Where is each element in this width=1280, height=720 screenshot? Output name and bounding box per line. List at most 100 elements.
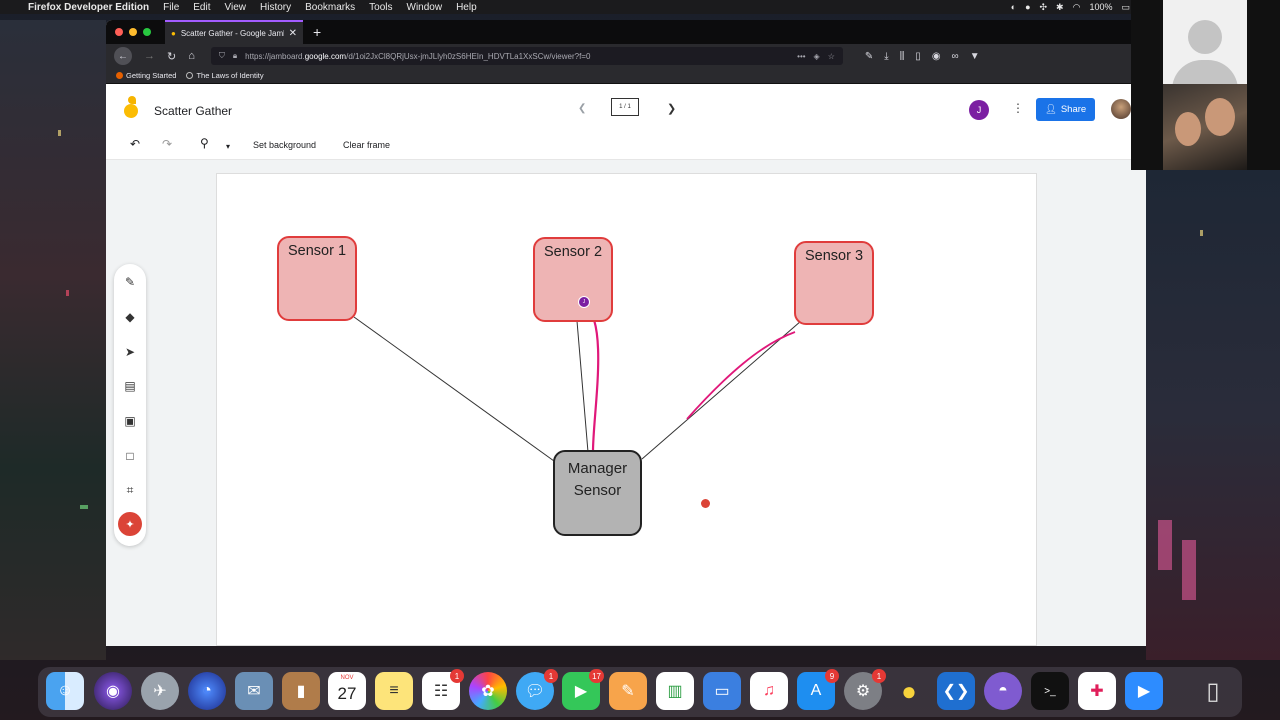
- menu-tools[interactable]: Tools: [369, 1, 393, 13]
- page-actions-icon[interactable]: •••: [797, 51, 806, 61]
- github-desktop-icon[interactable]: ◓: [984, 672, 1022, 710]
- calendar-icon[interactable]: NOV 27: [328, 672, 366, 710]
- select-icon[interactable]: ➤: [124, 345, 136, 359]
- status-icon[interactable]: ●: [1025, 2, 1031, 12]
- close-window-button[interactable]: [115, 28, 123, 36]
- jam-board[interactable]: Sensor 1 Sensor 2 Sensor 3 Manager Senso…: [216, 173, 1037, 646]
- pages-icon[interactable]: ✎: [609, 672, 647, 710]
- bookmark-getting-started[interactable]: Getting Started: [116, 71, 176, 80]
- messages-icon[interactable]: 💬︎1: [516, 669, 558, 710]
- shape-icon[interactable]: □: [126, 449, 134, 463]
- menu-window[interactable]: Window: [406, 1, 443, 13]
- close-tab-icon[interactable]: ✕: [288, 27, 297, 39]
- pocket-icon[interactable]: ◈: [813, 51, 820, 61]
- zoom-icon[interactable]: ▶: [1125, 672, 1163, 710]
- slack-icon[interactable]: ✚: [1078, 672, 1116, 710]
- wallpaper-light: [80, 505, 88, 509]
- notes-icon[interactable]: ≡: [375, 672, 413, 710]
- forward-icon[interactable]: →: [144, 50, 155, 62]
- jamboard-logo-icon[interactable]: [124, 96, 138, 118]
- minimize-window-button[interactable]: [129, 28, 137, 36]
- sticky-note-icon[interactable]: ▤: [124, 379, 136, 393]
- reload-icon[interactable]: ↻: [167, 50, 177, 63]
- laser-icon[interactable]: ✦: [118, 512, 142, 536]
- text-box-icon[interactable]: ⌗: [126, 482, 134, 497]
- lock-icon[interactable]: 🔒︎: [232, 51, 238, 60]
- bookmark-star-icon[interactable]: ☆: [827, 51, 835, 61]
- undo-icon[interactable]: ↶: [130, 137, 141, 151]
- pen-icon[interactable]: ✎: [124, 275, 136, 289]
- user-avatar[interactable]: [1111, 99, 1131, 119]
- home-icon[interactable]: ⌂: [188, 50, 195, 62]
- collaborator-avatar[interactable]: J: [969, 100, 989, 120]
- battery-icon[interactable]: ▭: [1121, 1, 1130, 12]
- sticky-note-sensor-1[interactable]: Sensor 1: [277, 236, 357, 321]
- sidebar-icon[interactable]: ▯: [915, 50, 921, 62]
- previous-frame-icon[interactable]: ❮: [578, 103, 587, 114]
- jam-title[interactable]: Scatter Gather: [154, 104, 233, 118]
- more-options-icon[interactable]: ⋮: [1012, 101, 1024, 115]
- clear-frame-button[interactable]: Clear frame: [343, 140, 391, 150]
- firefox-developer-icon[interactable]: ◔: [188, 672, 226, 710]
- status-icon[interactable]: ✣: [1039, 1, 1048, 12]
- sticky-note-sensor-2[interactable]: Sensor 2: [533, 237, 613, 322]
- share-button[interactable]: 👤︎ Share: [1036, 98, 1095, 121]
- finder-icon[interactable]: ☺: [46, 672, 84, 710]
- new-tab-icon[interactable]: +: [313, 24, 322, 40]
- browser-window: ● Scatter Gather - Google Jamboard ✕ + ←…: [106, 20, 1146, 646]
- connector-line: [576, 320, 589, 453]
- menu-history[interactable]: History: [260, 1, 292, 13]
- zoom-dropdown-icon[interactable]: ▾: [226, 142, 231, 151]
- next-frame-icon[interactable]: ❯: [667, 103, 677, 115]
- account-icon[interactable]: ◉: [931, 50, 941, 62]
- menu-file[interactable]: File: [163, 1, 180, 13]
- eraser-icon[interactable]: ◆: [125, 310, 135, 324]
- downloads-icon[interactable]: ⤓: [884, 50, 889, 62]
- shield-icon[interactable]: ⛉: [218, 51, 225, 60]
- frame-indicator[interactable]: 1 / 1: [611, 98, 639, 116]
- macos-dock: ☺ ◉ ✈ ◔ ✉ ▮ NOV 27 ≡ ☷1 ✿ 💬︎1 ▶17 ✎ ▥ ▭ …: [38, 667, 1242, 717]
- sticky-note-manager[interactable]: Manager Sensor: [553, 450, 642, 536]
- menu-edit[interactable]: Edit: [193, 1, 211, 13]
- extension-icon[interactable]: ▼: [969, 50, 980, 62]
- terminal-icon[interactable]: >_: [1031, 672, 1069, 710]
- contacts-icon[interactable]: ▮: [282, 672, 320, 710]
- image-icon[interactable]: ▣: [124, 414, 136, 428]
- music-icon[interactable]: ♫: [750, 672, 788, 710]
- sticky-note-sensor-3[interactable]: Sensor 3: [794, 241, 874, 325]
- wifi-icon[interactable]: ◠: [1072, 1, 1081, 12]
- reminders-icon[interactable]: ☷1: [422, 669, 464, 710]
- preview-icon[interactable]: ✉: [235, 672, 273, 710]
- siri-icon[interactable]: ◉: [94, 672, 132, 710]
- url-bar[interactable]: ⛉ 🔒︎ https://jamboard.google.com/d/1oi2J…: [210, 47, 843, 65]
- facetime-icon[interactable]: ▶17: [562, 669, 604, 710]
- bookmark-laws-of-identity[interactable]: The Laws of Identity: [186, 71, 264, 80]
- participant-video[interactable]: [1163, 84, 1247, 170]
- library-icon[interactable]: ⫼: [899, 50, 905, 62]
- zoom-window-button[interactable]: [143, 28, 151, 36]
- back-icon[interactable]: ←: [114, 47, 132, 65]
- menu-help[interactable]: Help: [456, 1, 477, 13]
- set-background-button[interactable]: Set background: [253, 140, 317, 150]
- participant-placeholder-avatar[interactable]: [1163, 0, 1247, 90]
- tab-scatter-gather[interactable]: ● Scatter Gather - Google Jamboard ✕: [165, 20, 303, 44]
- system-preferences-icon[interactable]: ⚙1: [844, 669, 886, 710]
- status-icon[interactable]: ◐: [1010, 2, 1017, 12]
- trash-icon[interactable]: ▯: [1206, 677, 1220, 705]
- zoom-icon[interactable]: ⚲: [200, 136, 209, 150]
- photos-icon[interactable]: ✿: [469, 672, 507, 710]
- menu-view[interactable]: View: [224, 1, 247, 13]
- menu-bookmarks[interactable]: Bookmarks: [305, 1, 356, 13]
- nav-bar: ← → ↻ ⌂ ⛉ 🔒︎ https://jamboard.google.com…: [106, 44, 1146, 68]
- numbers-icon[interactable]: ▥: [656, 672, 694, 710]
- keynote-icon[interactable]: ▭: [703, 672, 741, 710]
- redo-icon[interactable]: ↷: [162, 137, 173, 151]
- devtools-icon[interactable]: ✎: [864, 50, 874, 62]
- vscode-icon[interactable]: ❮❯: [937, 672, 975, 710]
- extension-icon[interactable]: ∞: [951, 50, 959, 62]
- menubar-app-name[interactable]: Firefox Developer Edition: [28, 1, 150, 13]
- bluetooth-icon[interactable]: ✱: [1056, 1, 1064, 12]
- cyberduck-icon[interactable]: ●: [901, 675, 917, 706]
- launchpad-icon[interactable]: ✈: [141, 672, 179, 710]
